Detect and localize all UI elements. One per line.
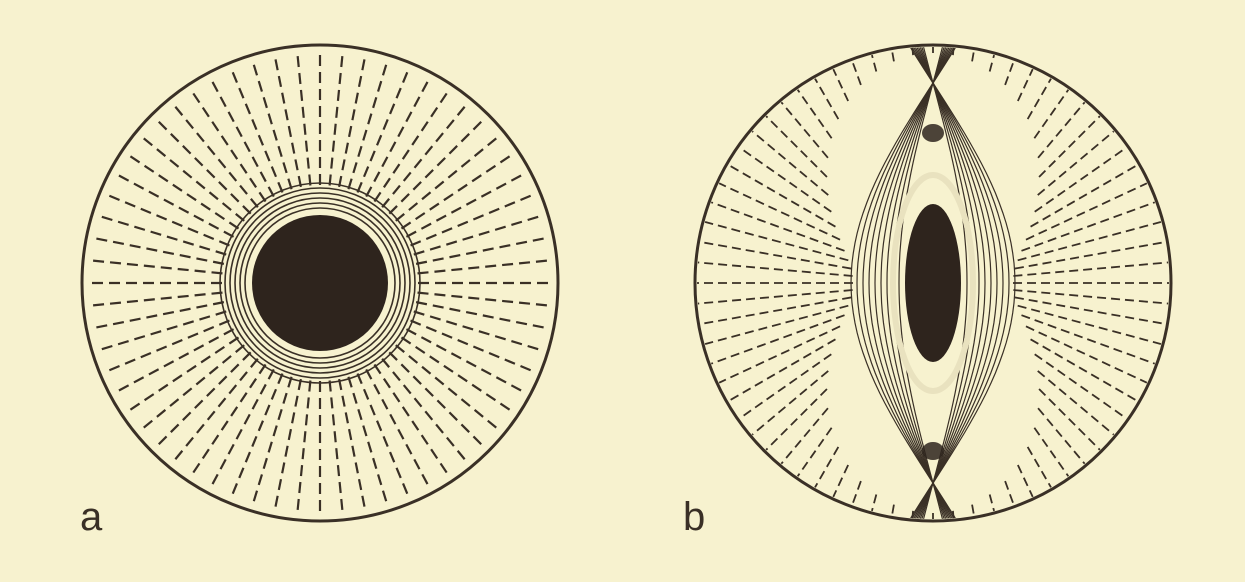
radial-line [90,237,223,264]
radial-line [686,290,853,305]
radial-line [416,302,549,329]
radial-line [87,260,222,273]
radial-line [1035,141,1136,212]
panel-b-label: b [683,497,705,537]
radial-line [730,141,831,212]
radial-line [990,495,998,523]
radial-line [869,43,877,71]
radial-line [1035,354,1136,425]
radial-line [382,102,468,207]
radial-line [418,293,553,306]
radial-line [252,59,291,189]
radial-line [139,135,244,221]
radial-line [774,408,828,473]
panel-a-round-pupil [82,45,558,521]
radial-line [708,178,840,239]
radial-line [1005,481,1018,516]
radial-line [1038,93,1092,158]
pupil-slit [905,204,961,362]
radial-line [693,306,848,347]
radial-line [339,53,366,186]
radial-line [96,215,226,254]
radial-line [87,293,222,306]
radial-line [1005,50,1018,85]
radial-line [1031,339,1148,407]
radial-line [172,359,258,464]
radial-line [414,215,544,254]
radial-line [848,481,861,516]
radial-line [708,326,840,387]
radial-line [718,159,835,227]
radial-line [389,118,485,214]
radial-line [1026,178,1158,239]
pupil-round [252,215,388,351]
radial-line [1013,261,1180,276]
radial-line [686,261,853,276]
radial-line [1021,315,1166,368]
radial-line [139,345,244,431]
radial-line [1018,219,1173,260]
radial-line [1038,408,1092,473]
radial-line [848,50,861,85]
radial-line [297,381,310,516]
radial-line [700,315,845,368]
radial-line [990,43,998,71]
radial-line [389,352,485,448]
radial-line [96,311,226,350]
radial-line [1031,159,1148,227]
radial-line [348,59,387,189]
radial-line [718,339,835,407]
panel-b-slit-pupil [685,0,1181,577]
radial-line [155,352,251,448]
radial-line [1018,306,1173,347]
radial-line [693,219,848,260]
radial-line [396,135,501,221]
radial-line [90,302,223,329]
radial-line [252,377,291,507]
radial-line [330,50,343,185]
radial-line [274,379,301,512]
radial-line [172,102,258,207]
band-crossing-top [922,124,944,142]
radial-line [1026,326,1158,387]
radial-line [418,260,553,273]
radial-line [274,53,301,186]
radial-line [330,381,343,516]
radial-line [774,93,828,158]
band-crossing-bottom [922,442,944,460]
radial-line [416,237,549,264]
radial-line [297,50,310,185]
radial-line [396,345,501,431]
radial-line [869,495,877,523]
radial-line [155,118,251,214]
radial-line [348,377,387,507]
radial-line [730,354,831,425]
radial-line [339,379,366,512]
radial-line [700,198,845,251]
radial-line [1013,290,1180,305]
radial-line [414,311,544,350]
panel-a-label: a [80,497,102,537]
radial-line [382,359,468,464]
radial-line [1021,198,1166,251]
